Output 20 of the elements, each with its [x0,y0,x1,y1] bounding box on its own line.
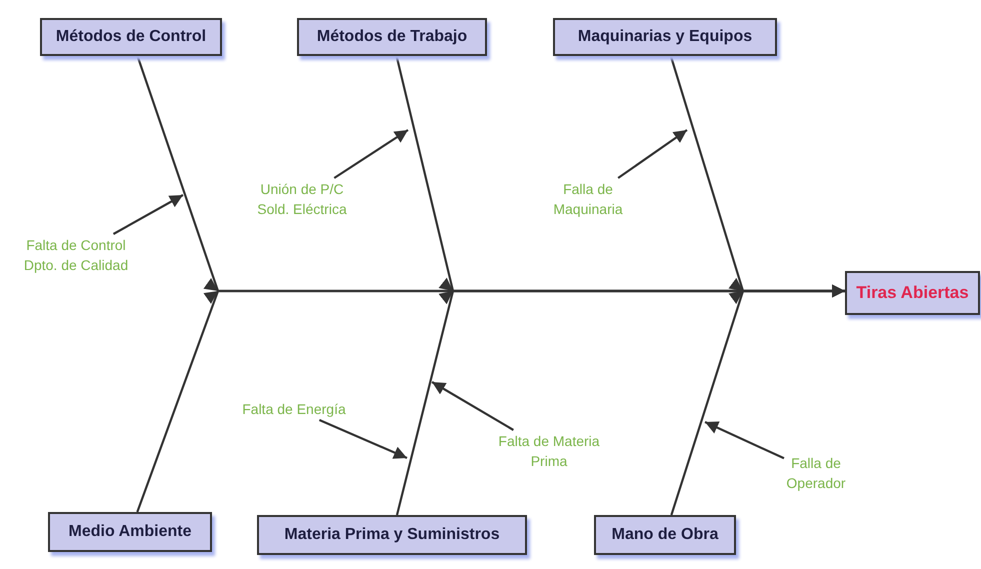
effect-box: Tiras Abiertas [845,271,980,315]
category-box: Maquinarias y Equipos [553,18,777,56]
cause-label: Falla de Operador [784,452,848,494]
cause-label: Falta de Energía [238,398,350,420]
cause-label: Falta de Materia Prima [486,430,612,472]
cause-arrow [431,381,514,431]
category-box: Mano de Obra [594,515,736,555]
category-box: Métodos de Control [40,18,222,56]
category-box: Medio Ambiente [48,512,212,552]
category-box: Materia Prima y Suministros [257,515,527,555]
cause-label: Falla de Maquinaria [548,178,628,220]
bone-arrow [670,284,845,516]
cause-arrow [112,194,184,235]
cause-label: Unión de P/C Sold. Eléctrica [254,178,350,220]
category-box: Métodos de Trabajo [297,18,487,56]
cause-label: Falta de Control Dpto. de Calidad [14,234,138,276]
cause-arrow [618,129,688,179]
cause-arrow [334,129,409,179]
cause-arrow [704,421,784,460]
cause-arrow [318,419,408,459]
